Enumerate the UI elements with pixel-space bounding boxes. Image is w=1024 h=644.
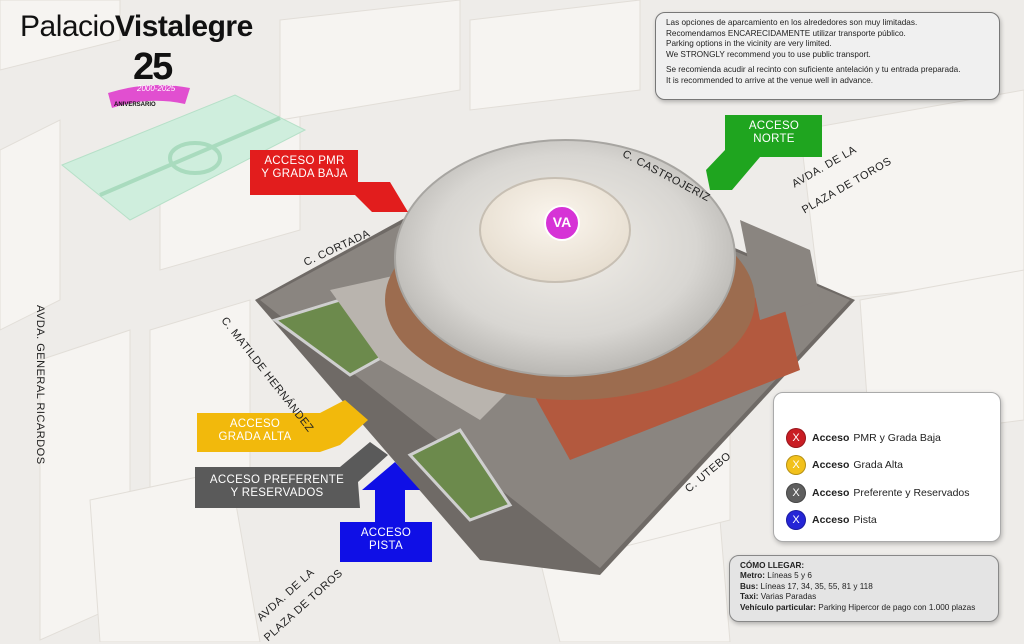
acceso-norte-arrow: [706, 115, 822, 190]
how-title: CÓMO LLEGAR:: [740, 561, 805, 570]
notice-line-3: Parking options in the vicinity are very…: [666, 39, 832, 48]
how-taxi: Taxi: Varias Paradas: [740, 592, 988, 602]
how-bus-value: Líneas 17, 34, 35, 55, 81 y 118: [760, 581, 873, 591]
how-bus: Bus: Líneas 17, 34, 35, 55, 81 y 118: [740, 582, 988, 592]
notice-line-4: We STRONGLY recommend you to use public …: [666, 49, 871, 59]
acceso-norte-line-1: ACCESO: [748, 120, 800, 132]
how-to-get-there: CÓMO LLEGAR: Metro: Líneas 5 y 6 Bus: Lí…: [729, 555, 999, 622]
acceso-preferente-line-2: Y RESERVADOS: [230, 487, 324, 499]
anniversary-ribbon: [108, 84, 190, 108]
acceso-pista-label: ACCESO PISTA: [342, 527, 430, 553]
acceso-alta-line-2: GRADA ALTA: [218, 431, 292, 443]
how-metro: Metro: Líneas 5 y 6: [740, 571, 988, 581]
how-taxi-label: Taxi:: [740, 592, 759, 602]
legend-pmr-bold: Acceso: [812, 432, 850, 444]
acceso-pmr-arrow: [250, 150, 408, 212]
notice-line-2: Recomendamos ENCARECIDAMENTE utilizar tr…: [666, 28, 906, 38]
acceso-pmr-line-1: ACCESO PMR: [264, 155, 345, 167]
notice-line-5: Se recomienda acudir al recinto con sufi…: [666, 65, 961, 74]
how-taxi-value: Varias Paradas: [760, 592, 817, 602]
legend-preferente-bold: Acceso: [812, 487, 850, 499]
logo-name: Vistalegre: [114, 10, 253, 43]
street-general-ricardos: AVDA. GENERAL RICARDOS: [34, 305, 46, 465]
notice-line-1: Las opciones de aparcamiento en los alre…: [666, 18, 918, 27]
logo-prefix: Palacio: [20, 10, 115, 43]
legend-pista-marker: X: [786, 510, 806, 530]
how-metro-label: Metro:: [740, 571, 766, 581]
notice-line-6: It is recommended to arrive at the venue…: [666, 75, 874, 85]
how-metro-value: Líneas 5 y 6: [767, 571, 812, 581]
how-car: Vehículo particular: Parking Hipercor de…: [740, 603, 988, 613]
how-bus-label: Bus:: [740, 581, 759, 591]
park-area: [61, 94, 307, 221]
arena-badge: [544, 205, 580, 241]
legend-preferente-marker: X: [786, 483, 806, 503]
acceso-preferente-arrow: [195, 442, 388, 508]
acceso-norte-line-2: NORTE: [753, 133, 795, 145]
parking-notice: Las opciones de aparcamiento en los alre…: [655, 12, 1000, 100]
acceso-pista-arrow: [340, 462, 432, 562]
acceso-alta-line-1: ACCESO: [229, 418, 281, 430]
legend-pmr-text: PMR y Grada Baja: [853, 432, 941, 444]
legend-pista-text: Pista: [853, 514, 877, 526]
acceso-pmr-line-2: Y GRADA BAJA: [261, 168, 348, 180]
arena-badge-label: VA: [552, 214, 572, 230]
acceso-alta-arrow: [197, 400, 368, 452]
acceso-preferente-label: ACCESO PREFERENTE Y RESERVADOS: [198, 474, 356, 500]
acceso-alta-label: ACCESO GRADA ALTA: [200, 418, 310, 444]
legend-alta-text: Grada Alta: [853, 459, 903, 471]
legend-alta-bold: Acceso: [812, 459, 850, 471]
acceso-preferente-line-1: ACCESO PREFERENTE: [209, 474, 345, 486]
anniversary-label: ANIVERSARIO: [114, 102, 156, 108]
legend-alta-marker: X: [786, 455, 806, 475]
arena-dome: [385, 139, 755, 400]
legend-pista-bold: Acceso: [812, 514, 850, 526]
acceso-norte-label: ACCESO NORTE: [728, 120, 820, 146]
acceso-pista-line-1: ACCESO: [360, 527, 412, 539]
acceso-pista-line-2: PISTA: [369, 540, 403, 552]
venue-logo: PalacioVistalegre: [20, 10, 253, 44]
acceso-pmr-label: ACCESO PMR Y GRADA BAJA: [252, 155, 357, 181]
legend-pmr-marker: X: [786, 428, 806, 448]
legend-preferente-text: Preferente y Reservados: [853, 487, 970, 499]
anniversary-years: 2000-2025: [137, 84, 176, 93]
how-car-label: Vehículo particular:: [740, 602, 816, 612]
how-car-value: Parking Hipercor de pago con 1.000 plaza…: [818, 602, 976, 612]
anniversary-number: 25: [133, 46, 173, 88]
